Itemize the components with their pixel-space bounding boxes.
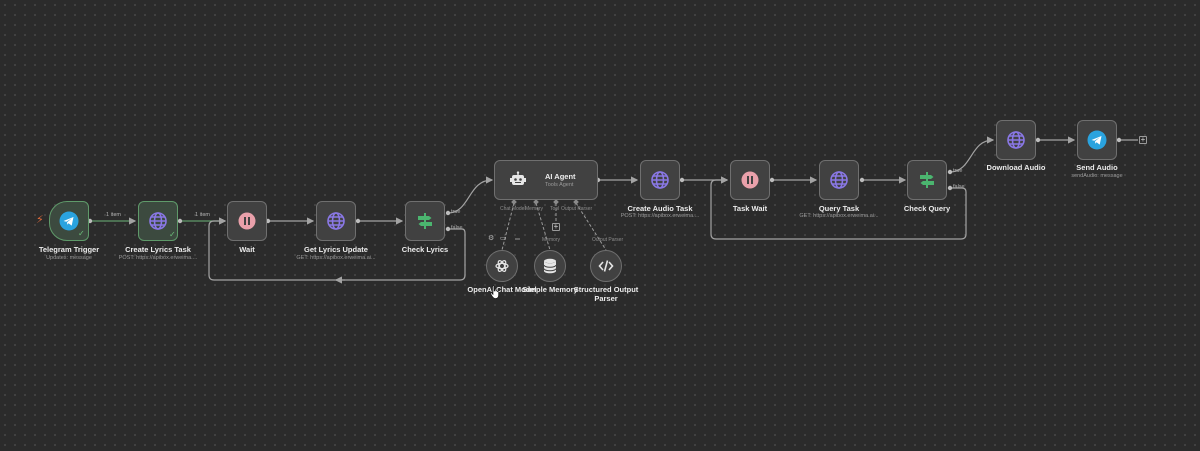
port-label-output-parser: Output Parser — [561, 206, 593, 212]
ai-agent-subtitle: Tools Agent — [545, 181, 574, 188]
node-check-lyrics[interactable] — [405, 201, 445, 241]
telegram-icon — [58, 210, 80, 232]
database-icon — [539, 255, 561, 277]
structured-output-parser-title-1: Structured Output — [573, 285, 639, 294]
success-check-icon: ✓ — [169, 230, 176, 239]
node-simple-memory[interactable] — [534, 250, 566, 282]
add-tool-button[interactable]: + — [552, 222, 560, 231]
node-structured-output-parser[interactable] — [590, 250, 622, 282]
success-check-icon: ✓ — [78, 229, 85, 238]
port-label-memory: Memory — [525, 206, 544, 212]
item-count-badge: 1 item — [106, 212, 121, 218]
node-ai-agent[interactable]: AI Agent Tools Agent — [494, 160, 598, 200]
node-create-lyrics-task[interactable]: ✓ — [138, 201, 178, 241]
port-label-chat-model: Chat Model — [500, 206, 526, 212]
wait-title: Wait — [239, 245, 255, 254]
query-task-subtitle: GET: https://apibox.erweima.ai... — [799, 213, 879, 219]
pause-icon — [236, 210, 258, 232]
send-audio-title: Send Audio — [1076, 163, 1118, 172]
create-audio-task-subtitle: POST: https://apibox.erweima.... — [620, 213, 700, 219]
node-wait[interactable] — [227, 201, 267, 241]
node-openai-chat-model[interactable] — [486, 250, 518, 282]
get-lyrics-update-title: Get Lyrics Update — [304, 245, 368, 254]
port-label-tool: Tool — [550, 206, 560, 212]
add-node-button[interactable]: + — [1139, 135, 1147, 144]
telegram-trigger-title: Telegram Trigger — [38, 245, 100, 254]
item-count-badge: 1 item — [195, 212, 210, 218]
openai-chat-model-title: OpenAI Chat Model — [467, 285, 537, 294]
lightning-icon: ⚡ — [36, 214, 44, 226]
openai-icon — [491, 255, 513, 277]
node-send-audio[interactable] — [1077, 120, 1117, 160]
false-branch-label: false — [953, 184, 965, 190]
globe-icon — [325, 210, 347, 232]
node-check-query[interactable] — [907, 160, 947, 200]
true-branch-label: true — [451, 209, 461, 215]
send-audio-subtitle: sendAudio: message — [1071, 173, 1123, 179]
node-create-audio-task[interactable] — [640, 160, 680, 200]
code-icon — [595, 255, 617, 277]
create-lyrics-task-title: Create Lyrics Task — [125, 245, 191, 254]
gear-icon[interactable]: ⚙ — [488, 235, 495, 242]
pause-icon — [739, 169, 761, 191]
globe-icon — [1005, 129, 1027, 151]
check-lyrics-title: Check Lyrics — [401, 245, 449, 254]
node-query-task[interactable] — [819, 160, 859, 200]
false-branch-label: false — [451, 225, 463, 231]
delete-icon[interactable]: ▭ — [500, 235, 507, 242]
task-wait-title: Task Wait — [732, 204, 768, 213]
output-parser-port-label: Output Parser — [592, 237, 624, 243]
create-lyrics-task-subtitle: POST: https://apibox.erweima.... — [118, 255, 198, 261]
simple-memory-title: Simple Memory — [522, 285, 578, 294]
robot-icon — [507, 169, 529, 191]
check-query-title: Check Query — [903, 204, 951, 213]
hand-cursor-icon — [490, 285, 499, 299]
query-task-title: Query Task — [818, 204, 860, 213]
ai-agent-title: AI Agent — [545, 171, 576, 181]
node-telegram-trigger[interactable]: ✓ — [49, 201, 89, 241]
globe-icon — [649, 169, 671, 191]
node-download-audio[interactable] — [996, 120, 1036, 160]
telegram-trigger-subtitle: Updates: message — [46, 255, 92, 261]
create-audio-task-title: Create Audio Task — [627, 204, 693, 213]
structured-output-parser-title-2: Parser — [594, 294, 618, 303]
signpost-icon — [414, 210, 436, 232]
globe-icon — [828, 169, 850, 191]
telegram-icon — [1086, 129, 1108, 151]
signpost-icon — [916, 169, 938, 191]
true-branch-label: true — [953, 168, 963, 174]
memory-port-label: Memory — [542, 237, 561, 243]
get-lyrics-update-subtitle: GET: https://apibox.erweima.ai... — [296, 255, 376, 261]
node-get-lyrics-update[interactable] — [316, 201, 356, 241]
download-audio-title: Download Audio — [986, 163, 1046, 172]
node-task-wait[interactable] — [730, 160, 770, 200]
globe-icon — [147, 210, 169, 232]
